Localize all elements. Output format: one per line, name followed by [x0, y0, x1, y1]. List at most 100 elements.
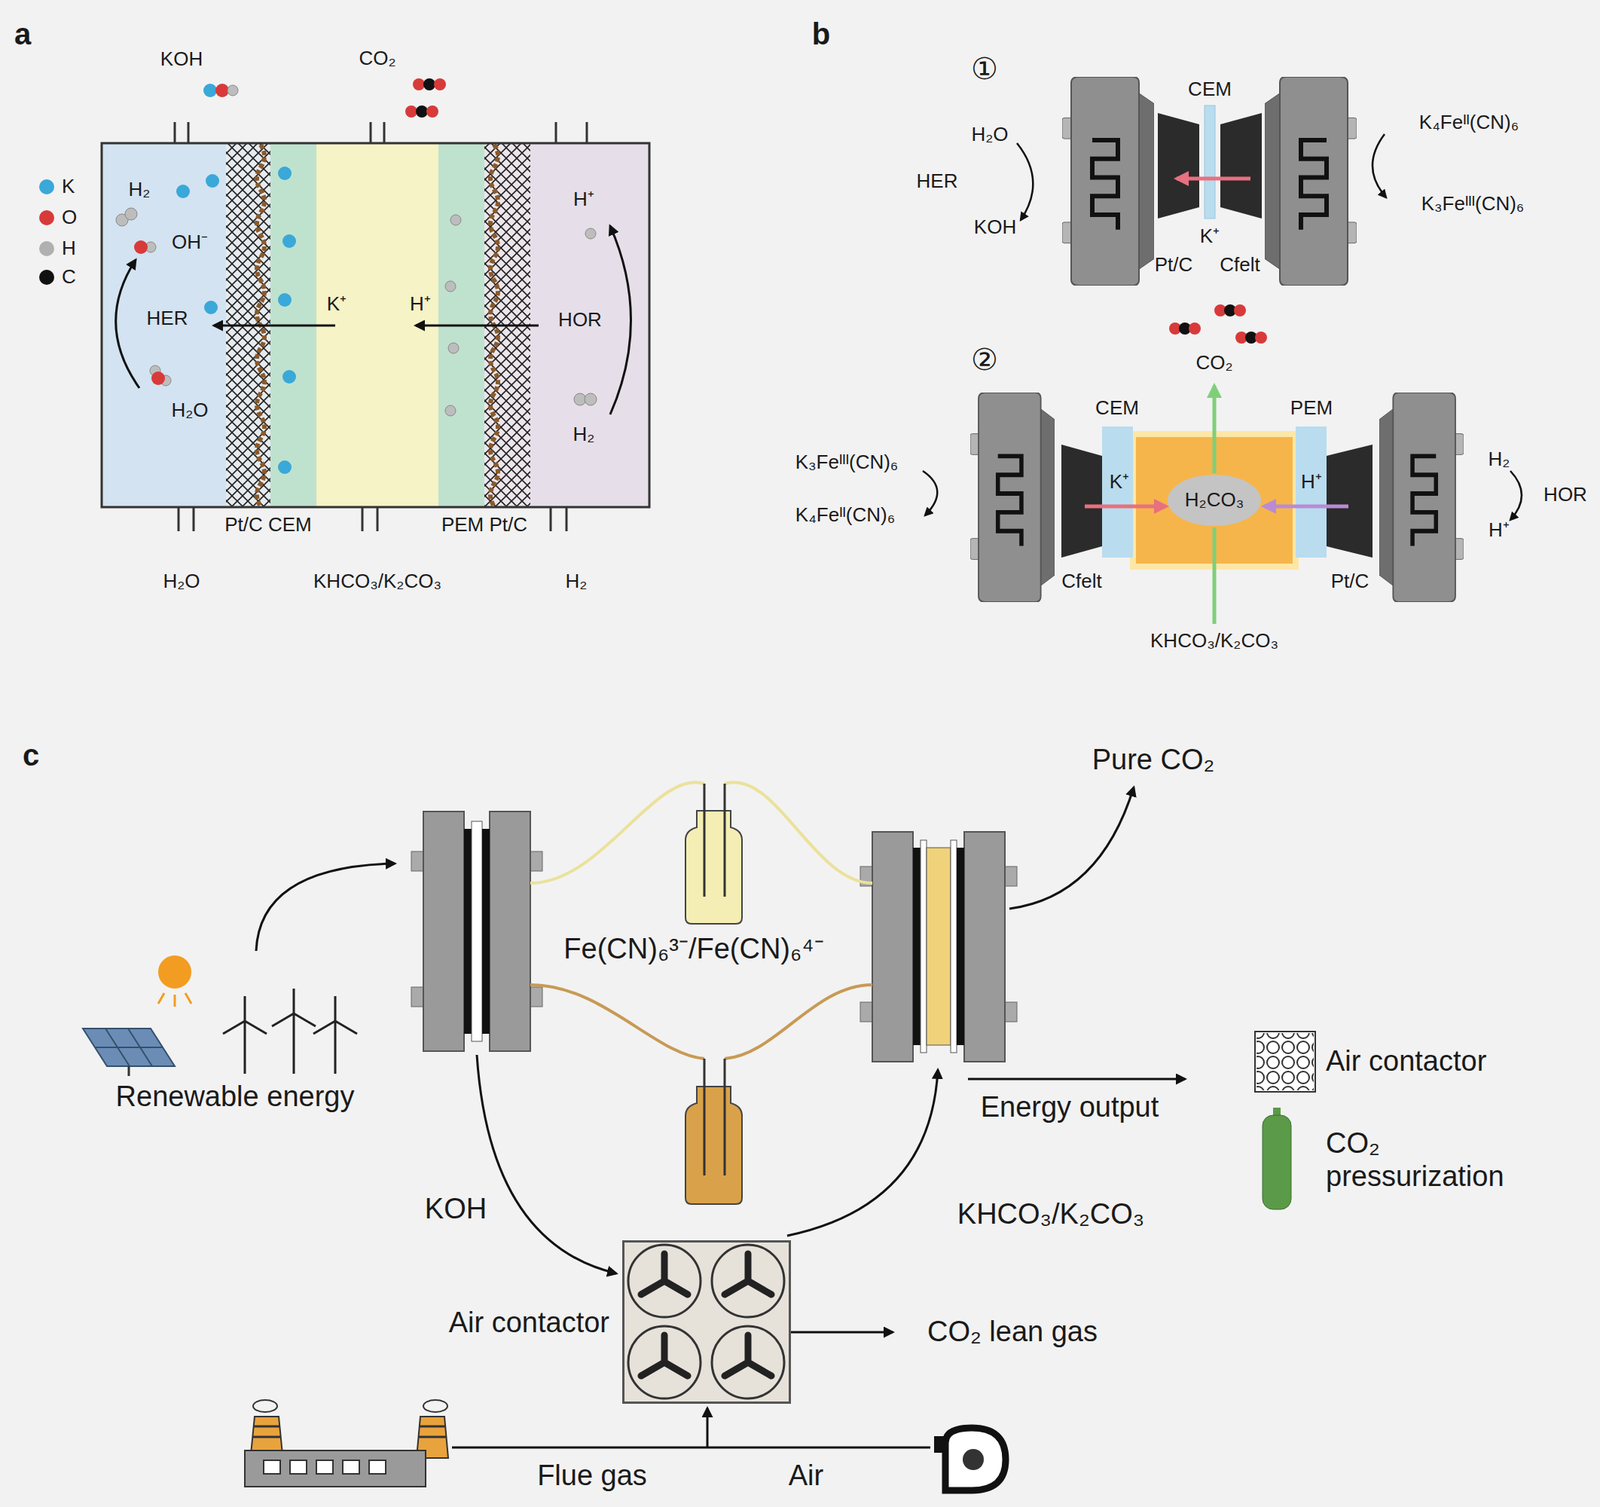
panel-a-cell	[277, 166, 292, 181]
panel-b-cell-2	[1167, 474, 1262, 526]
wind-turbines	[222, 995, 267, 1074]
label: Fe(CN)₆³⁻/Fe(CN)₆⁴⁻	[563, 932, 824, 966]
legend-swatch	[39, 179, 55, 195]
label: Pt/C CEM	[224, 513, 312, 537]
factory	[342, 1459, 360, 1474]
koh-molecule	[227, 85, 239, 96]
panel-b-cell-1	[1264, 76, 1357, 286]
blower	[934, 1435, 945, 1453]
co2-molecules	[1169, 304, 1268, 344]
factory	[423, 1399, 448, 1412]
panel-letter: b	[812, 16, 831, 52]
panel-b-cell-1	[1204, 105, 1216, 219]
label: Energy output	[980, 1090, 1160, 1124]
wind-turbines	[222, 988, 358, 1074]
panel-c-system	[256, 863, 395, 951]
label: Flue gas	[537, 1459, 648, 1493]
panel-b-cell-2	[1264, 504, 1349, 509]
panel-b-cell-2	[1084, 504, 1167, 509]
label: H⁺	[1488, 519, 1510, 542]
sun	[158, 955, 192, 989]
co2-molecules	[1188, 322, 1201, 335]
label: ①	[970, 51, 999, 86]
panel-a-cell	[101, 143, 226, 507]
panel-c-system	[451, 1446, 931, 1449]
label: ②	[970, 341, 999, 377]
label: KOH	[160, 48, 203, 71]
koh-molecule	[215, 83, 230, 98]
panel-b-cell-2	[1295, 426, 1327, 558]
label: CO₂	[358, 47, 396, 71]
co2-molecule	[426, 105, 439, 118]
solar-panel	[94, 1028, 163, 1066]
air-contactor-fans	[641, 1253, 772, 1376]
gas-cylinder	[1262, 1107, 1292, 1210]
panel-a-cell	[176, 166, 297, 474]
panel-a-cell	[450, 214, 462, 226]
panel-a-cell	[125, 207, 138, 220]
electrolyzer-stack	[411, 986, 424, 1007]
panel-a-cell	[151, 371, 165, 385]
panel-a-cell	[530, 143, 650, 507]
label: K₄Feᴵᴵ(CN)₆	[795, 503, 895, 527]
factory	[253, 1425, 281, 1437]
air-contactor-fans	[622, 1239, 791, 1404]
legend-text: C	[61, 265, 77, 289]
legend-swatch	[39, 210, 55, 226]
panel-b-cell-2	[922, 304, 1522, 624]
panel-a-cell	[277, 293, 292, 307]
factory	[290, 1459, 307, 1474]
label: K⁺	[326, 293, 347, 316]
legend-swatch	[39, 269, 55, 285]
panel-b-cell-2	[1379, 392, 1464, 602]
air-contactor-icon	[1256, 1032, 1314, 1091]
label: HER	[146, 307, 189, 330]
factory	[316, 1459, 333, 1474]
label: H⁺	[573, 188, 595, 211]
label: H₂	[128, 178, 151, 202]
panel-a-cell	[174, 122, 587, 532]
label: OH⁻	[171, 231, 208, 254]
co2-molecule	[405, 78, 446, 118]
label: H₂O	[970, 123, 1008, 147]
label: Cfelt	[1061, 570, 1102, 593]
panel-b-cell-1	[1062, 76, 1155, 286]
wind-turbines	[313, 995, 358, 1074]
label: KOH	[974, 216, 1017, 239]
factory	[369, 1459, 386, 1474]
panel-c-system	[476, 1054, 617, 1274]
label: H₂	[573, 423, 596, 446]
discharge-stack	[926, 847, 951, 1045]
air-contactor-fans	[724, 1334, 772, 1376]
co2-molecules	[1233, 304, 1246, 317]
panel-a-cell	[610, 225, 632, 415]
electrolyzer-stack	[411, 851, 424, 871]
air-contactor-fans	[724, 1253, 772, 1295]
co2-molecule	[405, 105, 418, 118]
panel-c-system	[1009, 787, 1134, 909]
electrolyzer-stack	[482, 828, 490, 1034]
label: K₃Feᴵᴵᴵ(CN)₆	[795, 451, 899, 474]
panel-a-cell	[584, 393, 597, 406]
label: PEM Pt/C	[441, 513, 528, 537]
co2-molecule	[423, 78, 436, 91]
label: K⁺	[1109, 470, 1130, 494]
panel-a-cell	[176, 184, 190, 199]
discharge-stack	[872, 831, 913, 1062]
co2-molecules	[1254, 331, 1268, 344]
factory	[244, 1399, 449, 1487]
discharge-stack	[956, 847, 965, 1045]
panel-a-cell	[205, 174, 220, 188]
discharge-stack	[912, 847, 921, 1045]
legend-text: Air contactor	[1325, 1044, 1487, 1078]
label: H₂O	[162, 570, 200, 593]
air-contactor-fans	[641, 1253, 688, 1295]
sun	[158, 955, 192, 1007]
electrolyzer-stack	[530, 986, 543, 1007]
wind-turbines	[271, 988, 316, 1074]
label: CO₂	[1195, 351, 1233, 375]
electrolyzer-stack	[464, 828, 472, 1034]
panel-a-cell	[445, 280, 456, 292]
label: Renewable energy	[116, 1080, 355, 1114]
